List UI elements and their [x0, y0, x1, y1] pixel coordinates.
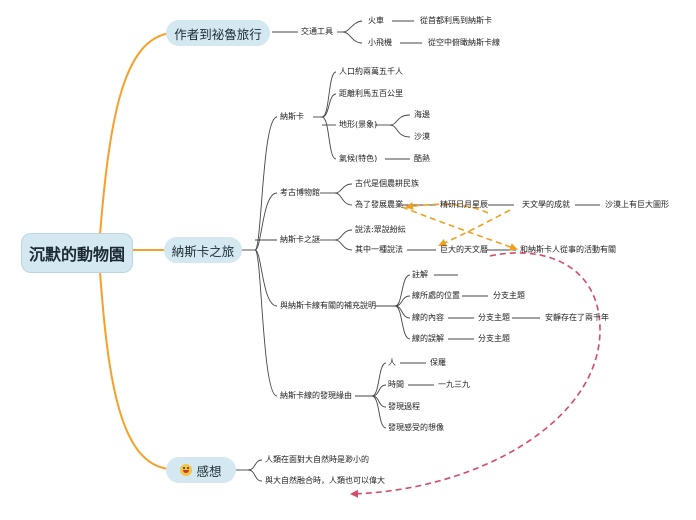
topic-train[interactable]: 火車 — [368, 16, 384, 25]
topic-year[interactable]: 一九三九 — [438, 380, 470, 389]
topic-nazca-town[interactable]: 納斯卡 — [280, 112, 304, 121]
branch-line-thoughts — [99, 271, 171, 470]
topic-museum[interactable]: 考古博物館 — [280, 188, 320, 197]
relation-arrow-thoughts — [350, 252, 601, 498]
branch-thoughts-label: 感想 — [196, 463, 222, 479]
topic-activity[interactable]: 和納斯卡人從事的活動有關 — [520, 245, 616, 254]
branch-line-travel — [99, 32, 171, 236]
topic-content[interactable]: 線的內容 — [412, 313, 444, 322]
topic-calendar[interactable]: 巨大的天文曆 — [440, 245, 488, 254]
topic-sub3[interactable]: 分支主題 — [478, 334, 510, 343]
topic-study-stars[interactable]: 精研日月星辰 — [440, 200, 488, 209]
topic-distance[interactable]: 距離利馬五百公里 — [339, 89, 403, 98]
topic-note[interactable]: 註解 — [412, 270, 428, 279]
topic-train-detail[interactable]: 從首都利馬到納斯卡 — [420, 16, 492, 25]
topic-sub1[interactable]: 分支主題 — [493, 291, 525, 300]
topic-process[interactable]: 發現過程 — [388, 402, 420, 411]
relation-arrow-development — [405, 202, 489, 214]
relation-arrow-calendar — [438, 209, 511, 247]
topic-humans-great[interactable]: 與大自然融合時，人類也可以偉大 — [265, 476, 385, 485]
topic-person[interactable]: 人 — [388, 358, 396, 367]
topic-develop-agriculture[interactable]: 為了發展農業 — [355, 200, 403, 209]
relation-arrow-activity — [401, 206, 518, 251]
topic-humans-small[interactable]: 人類在面對大自然時是渺小的 — [265, 455, 369, 464]
topic-plane[interactable]: 小飛機 — [368, 38, 392, 47]
topic-plane-detail[interactable]: 從空中俯瞰納斯卡線 — [428, 38, 500, 47]
topic-time[interactable]: 時間 — [388, 380, 404, 389]
topic-error[interactable]: 線的誤解 — [412, 334, 444, 343]
topic-mystery[interactable]: 納斯卡之謎 — [280, 235, 320, 244]
topic-paul[interactable]: 保羅 — [430, 358, 446, 367]
branch-nazca-label: 納斯卡之旅 — [171, 243, 235, 259]
topic-sub2[interactable]: 分支主題 — [478, 313, 510, 322]
topic-astronomy[interactable]: 天文學的成就 — [522, 200, 570, 209]
branch-travel-label: 作者到祕魯旅行 — [174, 26, 262, 42]
branch-thoughts[interactable]: 感想 — [166, 457, 236, 483]
topic-theories[interactable]: 說法:眾說紛紜 — [355, 225, 406, 234]
branch-travel[interactable]: 作者到祕魯旅行 — [166, 20, 270, 46]
laughing-emoji-icon — [180, 464, 193, 476]
topic-discovery[interactable]: 納斯卡線的發現緣由 — [280, 391, 352, 400]
topic-quiet[interactable]: 安靜存在了兩千年 — [545, 313, 609, 322]
topic-location[interactable]: 線所處的位置 — [412, 291, 460, 300]
topic-transport[interactable]: 交通工具 — [301, 27, 333, 36]
topic-one-theory[interactable]: 其中一種說法 — [355, 245, 403, 254]
topic-ancient-farmers[interactable]: 古代是個農耕民族 — [355, 179, 419, 188]
topic-feeling[interactable]: 發現感受的想像 — [388, 423, 444, 432]
topic-desert[interactable]: 沙漠 — [414, 132, 430, 141]
topic-supplement[interactable]: 與納斯卡線有關的補充說明 — [280, 301, 376, 310]
topic-population[interactable]: 人口約兩萬五千人 — [339, 67, 403, 76]
root-topic[interactable]: 沉默的動物園 — [22, 234, 132, 272]
branch-nazca[interactable]: 納斯卡之旅 — [164, 237, 242, 263]
topic-terrain[interactable]: 地形(景象) — [339, 120, 378, 129]
topic-hot[interactable]: 酷熱 — [414, 154, 430, 163]
topic-giant-figures[interactable]: 沙漠上有巨大圖形 — [605, 200, 669, 209]
topic-coast[interactable]: 海邊 — [414, 110, 430, 119]
topic-climate[interactable]: 氣候(特色) — [339, 154, 378, 163]
